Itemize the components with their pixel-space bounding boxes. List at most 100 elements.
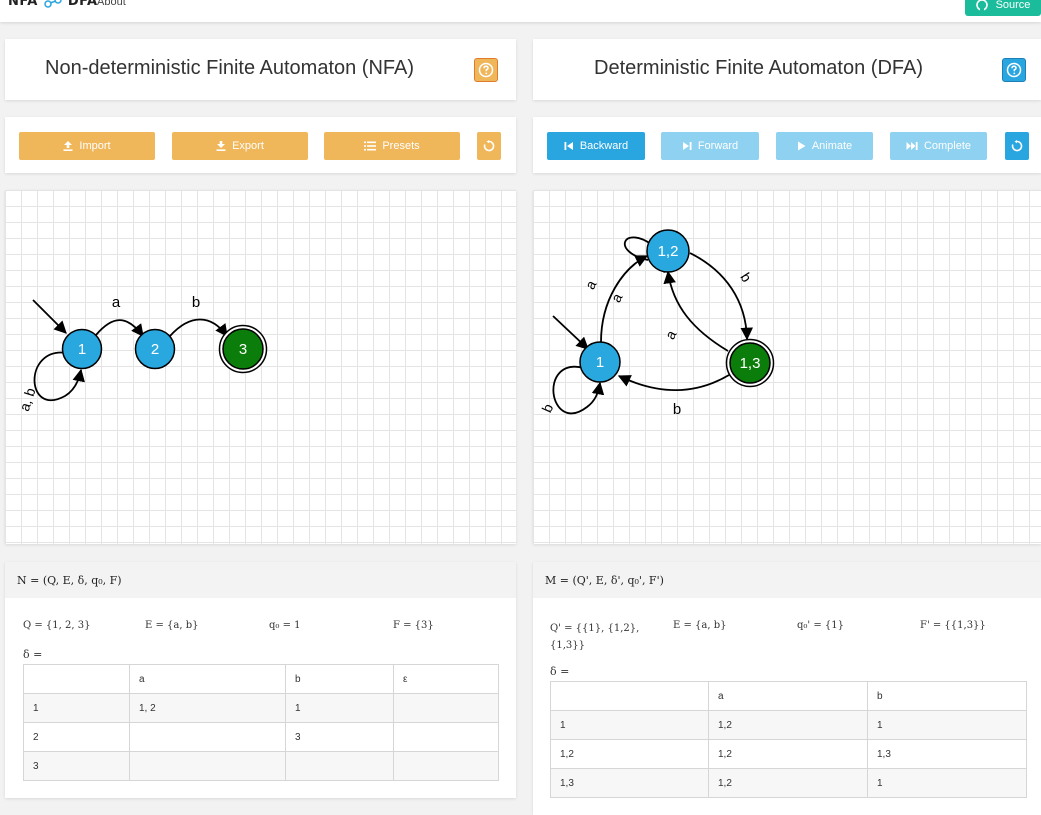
nfa-state-1-label: 1 bbox=[78, 341, 86, 358]
nfa-canvas[interactable]: 1 2 3 a b a, b bbox=[5, 190, 516, 544]
nfa-state-2[interactable] bbox=[134, 328, 176, 370]
table-cell bbox=[129, 751, 286, 781]
export-button[interactable]: Export bbox=[172, 132, 308, 160]
table-cell: 1 bbox=[550, 710, 709, 740]
brand-logo[interactable]: NFA DFA bbox=[8, 0, 98, 9]
step-backward-icon bbox=[564, 142, 573, 150]
nav-about-link[interactable]: About bbox=[97, 0, 126, 8]
import-label: Import bbox=[79, 140, 111, 152]
table-row: 1 1, 2 1 bbox=[23, 693, 499, 723]
list-icon bbox=[364, 141, 377, 151]
table-header-row: a b ε bbox=[23, 664, 499, 694]
github-icon bbox=[975, 0, 988, 11]
navbar: NFA DFA About Source bbox=[0, 0, 1041, 22]
nfa-edge-1-2[interactable] bbox=[95, 319, 144, 338]
table-cell: 3 bbox=[285, 722, 394, 752]
nfa-definition-title: N = (Q, E, δ, q₀, F) bbox=[17, 574, 122, 587]
import-button[interactable]: Import bbox=[19, 132, 155, 160]
nfa-edge-1-1[interactable] bbox=[33, 351, 85, 402]
dfa-edge-12-13-label: b bbox=[737, 270, 755, 285]
complete-button[interactable]: Complete bbox=[890, 132, 987, 160]
dfa-edge-1-1-label: b bbox=[539, 401, 557, 415]
dfa-start-arrow bbox=[552, 315, 589, 350]
table-cell: 1,3 bbox=[867, 739, 1027, 769]
step-forward-icon bbox=[682, 142, 692, 150]
nfa-definition-header: N = (Q, E, δ, q₀, F) bbox=[5, 562, 516, 598]
table-cell: 1 bbox=[23, 693, 130, 723]
table-cell: 1 bbox=[867, 710, 1027, 740]
table-header-row: a b bbox=[550, 681, 1027, 711]
nfa-edge-1-2-label: a bbox=[112, 294, 121, 311]
export-label: Export bbox=[232, 140, 264, 152]
dfa-edge-1-1[interactable] bbox=[552, 365, 605, 415]
link-icon bbox=[44, 0, 62, 8]
dfa-definition-title: M = (Q', E, δ', q₀', F') bbox=[545, 574, 664, 587]
reset-icon bbox=[1011, 140, 1023, 152]
table-row: 1,2 1,2 1,3 bbox=[550, 739, 1027, 769]
table-cell: 1,2 bbox=[708, 739, 868, 769]
nfa-toolbar: Import Export Presets bbox=[5, 117, 516, 173]
table-cell: 1,2 bbox=[708, 768, 868, 798]
dfa-state-1[interactable] bbox=[579, 341, 621, 383]
nfa-transition-table: a b ε 1 1, 2 1 2 3 3 bbox=[23, 664, 499, 781]
reset-icon bbox=[483, 140, 495, 152]
animate-button[interactable]: Animate bbox=[776, 132, 873, 160]
table-cell bbox=[285, 751, 394, 781]
table-header-cell bbox=[550, 681, 709, 711]
dfa-state-13[interactable] bbox=[729, 342, 771, 384]
complete-label: Complete bbox=[923, 140, 972, 152]
presets-button[interactable]: Presets bbox=[324, 132, 460, 160]
dfa-states-set: Q' = {{1}, {1,2}, {1,3}} bbox=[550, 620, 639, 654]
dfa-edge-13-12-label: a bbox=[662, 327, 680, 342]
source-button[interactable]: Source bbox=[965, 0, 1041, 16]
table-cell bbox=[129, 722, 286, 752]
help-icon bbox=[478, 62, 494, 78]
nfa-reset-button[interactable] bbox=[477, 132, 501, 160]
nfa-edge-2-3[interactable] bbox=[169, 318, 228, 338]
dfa-definition-header: M = (Q', E, δ', q₀', F') bbox=[533, 562, 1041, 598]
dfa-states-set-line2: {1,3}} bbox=[550, 640, 585, 651]
dfa-transition-table: a b 1 1,2 1 1,2 1,2 1,3 1,3 1,2 1 bbox=[550, 681, 1027, 798]
dfa-reset-button[interactable] bbox=[1005, 132, 1029, 160]
nfa-graph[interactable]: 1 2 3 a b a, b bbox=[5, 190, 516, 544]
nfa-title-card: Non-deterministic Finite Automaton (NFA) bbox=[5, 39, 516, 100]
nfa-state-1[interactable] bbox=[61, 328, 103, 370]
dfa-edge-13-1[interactable] bbox=[617, 374, 730, 391]
dfa-help-button[interactable] bbox=[1002, 58, 1026, 82]
backward-button[interactable]: Backward bbox=[547, 132, 645, 160]
play-icon bbox=[797, 141, 806, 151]
table-cell: 1,2 bbox=[708, 710, 868, 740]
table-row: 1,3 1,2 1 bbox=[550, 768, 1027, 798]
dfa-title: Deterministic Finite Automaton (DFA) bbox=[594, 57, 923, 79]
download-icon bbox=[216, 141, 226, 151]
dfa-alphabet: E = {a, b} bbox=[673, 620, 727, 631]
dfa-edge-13-1-label: b bbox=[673, 401, 681, 418]
table-header-cell: b bbox=[285, 664, 394, 694]
forward-button[interactable]: Forward bbox=[661, 132, 759, 160]
forward-label: Forward bbox=[697, 140, 739, 152]
dfa-edge-12-13[interactable] bbox=[689, 252, 753, 341]
dfa-edge-1-12[interactable] bbox=[600, 255, 649, 343]
nfa-alphabet: E = {a, b} bbox=[145, 620, 199, 631]
nfa-state-3[interactable] bbox=[222, 328, 264, 370]
dfa-state-12[interactable] bbox=[646, 229, 690, 273]
brand-nfa-text: NFA bbox=[8, 0, 38, 9]
table-cell bbox=[393, 722, 499, 752]
table-cell: 1 bbox=[285, 693, 394, 723]
dfa-graph[interactable]: 1 1,2 1,3 a a b a b b bbox=[533, 190, 1041, 544]
dfa-states-set-line1: Q' = {{1}, {1,2}, bbox=[550, 623, 640, 634]
table-cell: 1, 2 bbox=[129, 693, 286, 723]
table-cell bbox=[393, 751, 499, 781]
backward-label: Backward bbox=[579, 140, 629, 152]
dfa-delta-label: δ = bbox=[550, 665, 570, 678]
dfa-title-card: Deterministic Finite Automaton (DFA) bbox=[533, 39, 1041, 100]
nfa-initial-state: q₀ = 1 bbox=[269, 620, 301, 631]
dfa-definition-card: M = (Q', E, δ', q₀', F') Q' = {{1}, {1,2… bbox=[533, 562, 1041, 815]
dfa-canvas[interactable]: 1 1,2 1,3 a a b a b b bbox=[533, 190, 1041, 544]
nfa-help-button[interactable] bbox=[474, 58, 498, 82]
dfa-edge-13-12[interactable] bbox=[663, 270, 729, 352]
nfa-start-arrow bbox=[32, 299, 67, 334]
nfa-final-states: F = {3} bbox=[393, 620, 434, 631]
nfa-delta-label: δ = bbox=[23, 648, 43, 661]
table-row: 1 1,2 1 bbox=[550, 710, 1027, 740]
